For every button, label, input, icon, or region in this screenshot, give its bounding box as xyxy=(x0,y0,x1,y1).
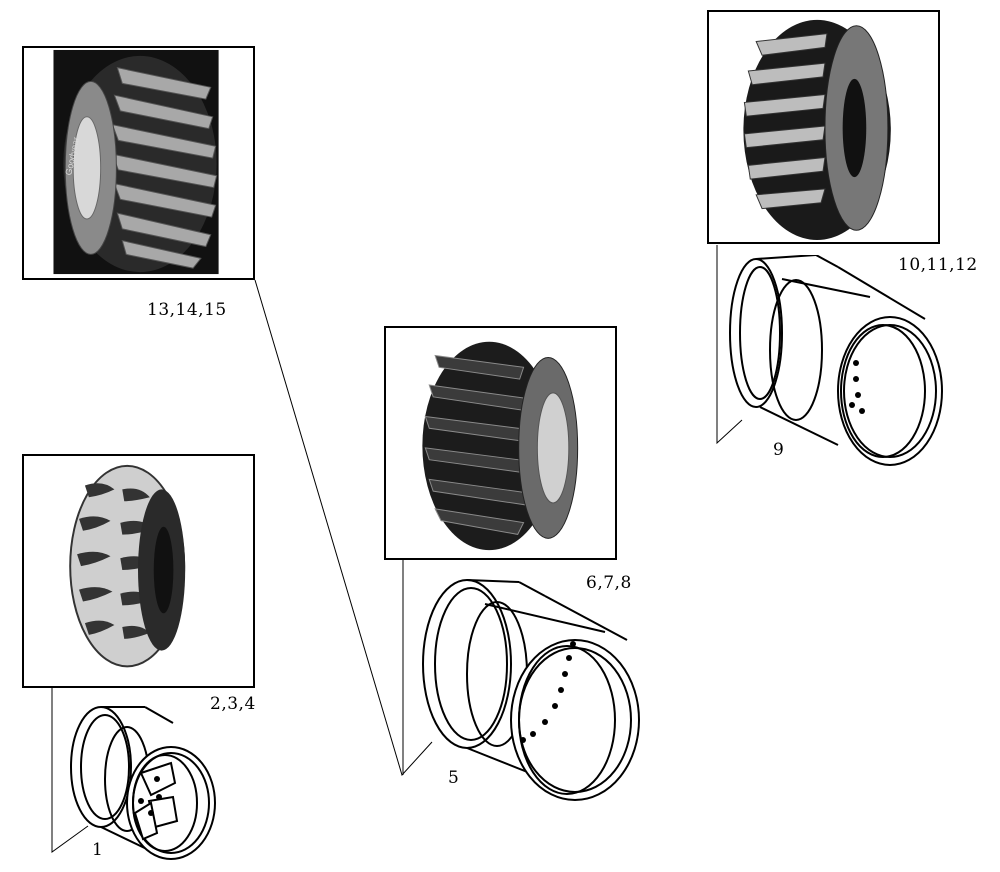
tire-small-photo-frame xyxy=(22,454,255,688)
callout-tire-large: 10,11,12 xyxy=(898,255,978,275)
callout-rim-small: 1 xyxy=(92,840,104,860)
leader-line-tire-large xyxy=(716,245,743,445)
tire-photo-icon xyxy=(422,341,579,551)
callout-tire-medium: 6,7,8 xyxy=(586,573,632,593)
wheel-rim-drawing-large xyxy=(729,255,943,466)
wheel-rim-drawing-small xyxy=(70,706,216,860)
callout-tire-agri: 13,14,15 xyxy=(147,300,227,320)
callout-rim-large: 9 xyxy=(773,440,785,460)
tire-agri-photo-frame: Goodyear xyxy=(22,46,255,280)
tire-photo-icon: Goodyear xyxy=(53,49,219,275)
wheel-rim-drawing-medium xyxy=(422,579,640,801)
tire-large-photo-frame xyxy=(707,10,940,244)
callout-rim-medium: 5 xyxy=(448,768,460,788)
tire-photo-icon xyxy=(743,19,891,241)
callout-tire-small: 2,3,4 xyxy=(210,694,256,714)
leader-line-tire-agri xyxy=(254,279,433,776)
tire-medium-photo-frame xyxy=(384,326,617,560)
leader-line-tire-small xyxy=(51,687,89,853)
tire-photo-icon xyxy=(69,464,186,668)
